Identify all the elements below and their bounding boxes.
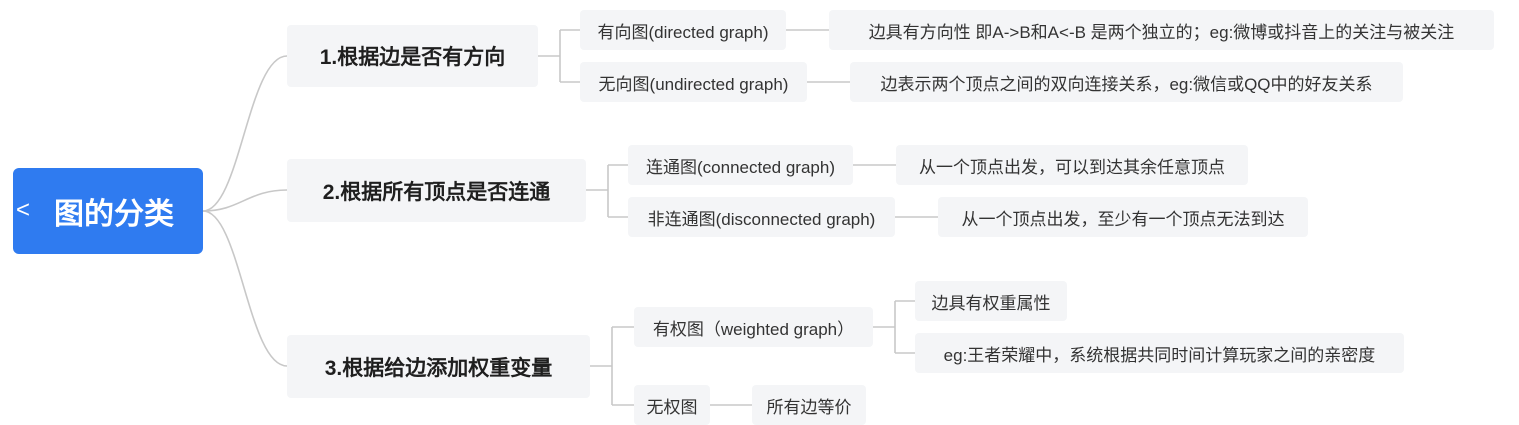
detail-weighted-graph-2-text: eg:王者荣耀中，系统根据共同时间计算玩家之间的亲密度 <box>943 345 1376 365</box>
node-connected-graph[interactable]: 连通图(connected graph) <box>628 145 853 185</box>
connector-branch-1-children <box>538 29 580 83</box>
root-topic-label: 图的分类 <box>54 198 174 231</box>
undirected-graph-label: 无向图(undirected graph) <box>598 74 789 94</box>
root-topic[interactable]: < 图的分类 <box>13 168 203 254</box>
connector-root-branch-2 <box>202 189 288 212</box>
branch-3-weight[interactable]: 3.根据给边添加权重变量 <box>287 335 590 398</box>
detail-disconnected-graph-text: 从一个顶点出发，至少有一个顶点无法到达 <box>961 209 1285 229</box>
connected-graph-label: 连通图(connected graph) <box>646 157 835 177</box>
branch-2-label: 2.根据所有顶点是否连通 <box>322 180 551 204</box>
branch-1-direction[interactable]: 1.根据边是否有方向 <box>287 25 538 87</box>
connector-root-branch-3 <box>202 210 288 367</box>
detail-weighted-graph-2[interactable]: eg:王者荣耀中，系统根据共同时间计算玩家之间的亲密度 <box>915 333 1404 373</box>
detail-weighted-graph-1[interactable]: 边具有权重属性 <box>915 281 1067 321</box>
connector-b3c1-details <box>873 300 915 354</box>
detail-connected-graph-text: 从一个顶点出发，可以到达其余任意顶点 <box>919 157 1225 177</box>
connector-root-branch-1 <box>202 55 288 212</box>
detail-undirected-graph-text: 边表示两个顶点之间的双向连接关系，eg:微信或QQ中的好友关系 <box>880 74 1373 94</box>
detail-connected-graph[interactable]: 从一个顶点出发，可以到达其余任意顶点 <box>896 145 1248 185</box>
disconnected-graph-label: 非连通图(disconnected graph) <box>647 209 876 229</box>
unweighted-graph-label: 无权图 <box>646 397 698 417</box>
branch-1-label: 1.根据边是否有方向 <box>319 46 506 69</box>
detail-directed-graph-text: 边具有方向性 即A->B和A<-B 是两个独立的；eg:微博或抖音上的关注与被关… <box>868 22 1455 42</box>
node-unweighted-graph[interactable]: 无权图 <box>634 385 710 425</box>
detail-disconnected-graph[interactable]: 从一个顶点出发，至少有一个顶点无法到达 <box>938 197 1308 237</box>
node-weighted-graph[interactable]: 有权图（weighted graph） <box>634 307 873 347</box>
node-directed-graph[interactable]: 有向图(directed graph) <box>580 10 786 50</box>
detail-unweighted-graph[interactable]: 所有边等价 <box>752 385 866 425</box>
branch-3-label: 3.根据给边添加权重变量 <box>324 356 553 380</box>
connector-branch-3-children <box>590 326 634 406</box>
detail-directed-graph[interactable]: 边具有方向性 即A->B和A<-B 是两个独立的；eg:微博或抖音上的关注与被关… <box>829 10 1494 50</box>
collapse-chevron-icon[interactable]: < <box>16 196 31 224</box>
branch-2-connectivity[interactable]: 2.根据所有顶点是否连通 <box>287 159 586 222</box>
node-disconnected-graph[interactable]: 非连通图(disconnected graph) <box>628 197 895 237</box>
detail-unweighted-graph-text: 所有边等价 <box>766 397 852 417</box>
detail-weighted-graph-1-text: 边具有权重属性 <box>931 293 1051 313</box>
connector-branch-2-children <box>586 164 628 218</box>
detail-undirected-graph[interactable]: 边表示两个顶点之间的双向连接关系，eg:微信或QQ中的好友关系 <box>850 62 1403 102</box>
node-undirected-graph[interactable]: 无向图(undirected graph) <box>580 62 807 102</box>
directed-graph-label: 有向图(directed graph) <box>597 22 769 42</box>
weighted-graph-label: 有权图（weighted graph） <box>652 319 855 339</box>
